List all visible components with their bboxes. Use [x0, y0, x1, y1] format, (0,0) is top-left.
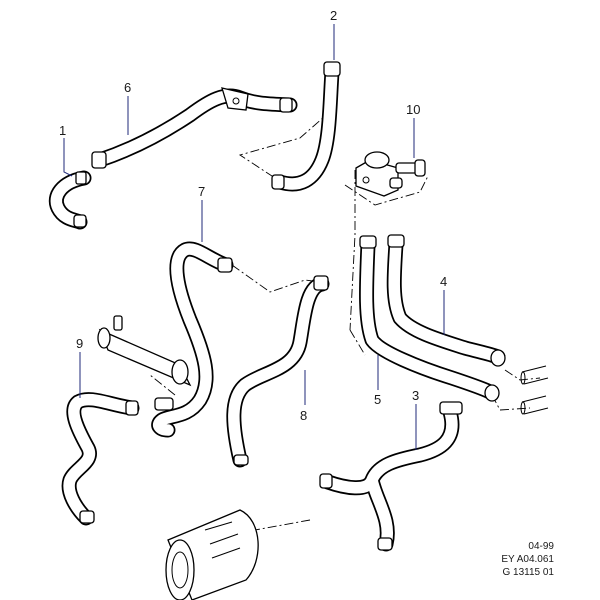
callout-leaders	[63, 24, 445, 450]
diagram-date: 04-99	[528, 541, 554, 552]
hose-part-6	[91, 87, 298, 169]
hose-part-1	[48, 170, 92, 230]
callout-3: 3	[412, 388, 419, 403]
callout-8: 8	[300, 408, 307, 423]
hose-part-2	[271, 61, 341, 192]
oil-filter	[165, 509, 259, 600]
callout-2: 2	[330, 8, 337, 23]
hose-part-9	[61, 392, 140, 526]
diagram-reference: 04-99 EY A04.061 G 13115 01	[501, 540, 554, 579]
pipe-part-5	[359, 235, 500, 402]
callout-10: 10	[406, 102, 420, 117]
callout-1: 1	[59, 123, 66, 138]
assembly-lines	[149, 109, 541, 541]
valve-part-10	[355, 151, 426, 197]
diagram-ref-code: EY A04.061	[501, 554, 554, 565]
hose-part-3	[319, 401, 463, 552]
oil-cooler	[97, 315, 192, 387]
callout-6: 6	[124, 80, 131, 95]
callout-5: 5	[374, 392, 381, 407]
hose-part-7	[151, 241, 234, 438]
callout-7: 7	[198, 184, 205, 199]
pipe-stubs	[520, 365, 549, 415]
callout-4: 4	[440, 274, 447, 289]
pipe-part-4	[386, 234, 506, 367]
diagram-graphic-number: G 13115 01	[502, 567, 554, 578]
hose-part-8	[226, 275, 330, 468]
callout-9: 9	[76, 336, 83, 351]
